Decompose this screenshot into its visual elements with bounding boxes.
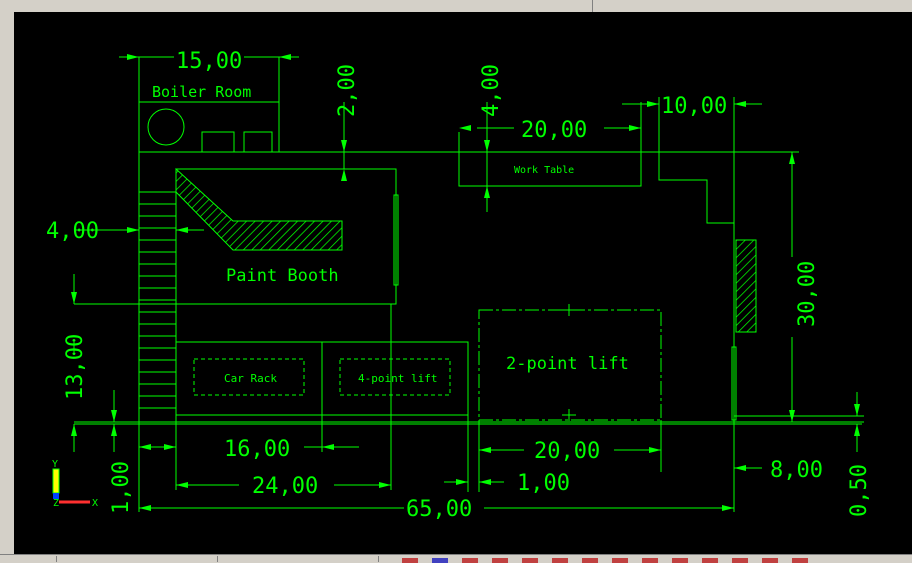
axis-z-label: Z	[53, 498, 59, 509]
dimension-4-left: 4,00	[46, 219, 99, 244]
paint-booth-door	[393, 194, 399, 286]
four-point-lift-dashed-box	[339, 358, 451, 396]
dimension-13: 13,00	[63, 334, 88, 400]
color-swatch-red-7[interactable]	[612, 558, 628, 563]
dimension-24: 24,00	[252, 474, 318, 499]
paint-booth-label: Paint Booth	[226, 266, 339, 286]
dimension-arrowheads	[71, 54, 860, 511]
four-point-lift-label: 4-point lift	[358, 372, 437, 385]
color-swatch-red-8[interactable]	[642, 558, 658, 563]
dimension-15: 15,00	[176, 49, 242, 74]
color-swatch-red-5[interactable]	[552, 558, 568, 563]
color-swatch-blue[interactable]	[432, 558, 448, 563]
floor-plan-svg: Boiler Room Work Table Paint Booth Car R…	[46, 49, 872, 522]
dimension-050: 0,50	[847, 464, 872, 517]
color-swatch-red-9[interactable]	[672, 558, 688, 563]
color-swatch-red-2[interactable]	[462, 558, 478, 563]
axis-y-label: Y	[52, 459, 58, 470]
paint-booth-hatched-zone	[175, 167, 343, 251]
layout-tab-1[interactable]	[0, 556, 57, 562]
dimension-10: 10,00	[661, 94, 727, 119]
cad-drawing-canvas[interactable]: Boiler Room Work Table Paint Booth Car R…	[14, 12, 912, 554]
color-swatch-red-3[interactable]	[492, 558, 508, 563]
right-hatched-cabinet	[735, 239, 757, 333]
dimension-4-top: 4,00	[479, 64, 504, 117]
boiler-circle	[147, 108, 185, 146]
work-table-outline	[458, 151, 642, 187]
window-top-strip	[0, 0, 912, 12]
stairs-outline	[138, 191, 177, 423]
ucs-axis-icon: Y Z X	[52, 459, 98, 509]
car-rack-dashed-box	[193, 358, 305, 396]
boiler-unit-2	[243, 131, 273, 153]
dimension-30: 30,00	[795, 261, 820, 327]
dimension-1-bottom: 1,00	[517, 471, 570, 496]
top-strip-divider	[592, 0, 593, 12]
dimension-8: 8,00	[770, 458, 823, 483]
axis-x-label: X	[92, 498, 98, 509]
bottom-status-strip	[0, 554, 912, 563]
right-door	[731, 346, 737, 421]
color-swatch-red-12[interactable]	[762, 558, 778, 563]
two-point-lift-outline	[478, 309, 662, 421]
stair-treads	[139, 203, 176, 409]
boiler-room-label: Boiler Room	[152, 83, 251, 101]
color-swatch-red-13[interactable]	[792, 558, 808, 563]
color-swatch-red[interactable]	[402, 558, 418, 563]
dimension-20-bottom: 20,00	[534, 439, 600, 464]
two-point-lift-label: 2-point lift	[506, 354, 629, 374]
dimension-65: 65,00	[406, 497, 472, 522]
color-swatch-red-10[interactable]	[702, 558, 718, 563]
dimension-20-top: 20,00	[521, 118, 587, 143]
color-swatch-red-6[interactable]	[582, 558, 598, 563]
layout-tab-3[interactable]	[218, 556, 379, 562]
dimension-2: 2,00	[335, 64, 360, 117]
work-table-label: Work Table	[514, 165, 574, 176]
dimension-16: 16,00	[224, 437, 290, 462]
color-swatch-red-4[interactable]	[522, 558, 538, 563]
dimension-1-left: 1,00	[109, 461, 134, 514]
boiler-unit-1	[201, 131, 235, 153]
car-rack-label: Car Rack	[224, 372, 277, 385]
color-swatch-red-11[interactable]	[732, 558, 748, 563]
layout-tab-2[interactable]	[57, 556, 218, 562]
wall-notch	[658, 152, 734, 224]
